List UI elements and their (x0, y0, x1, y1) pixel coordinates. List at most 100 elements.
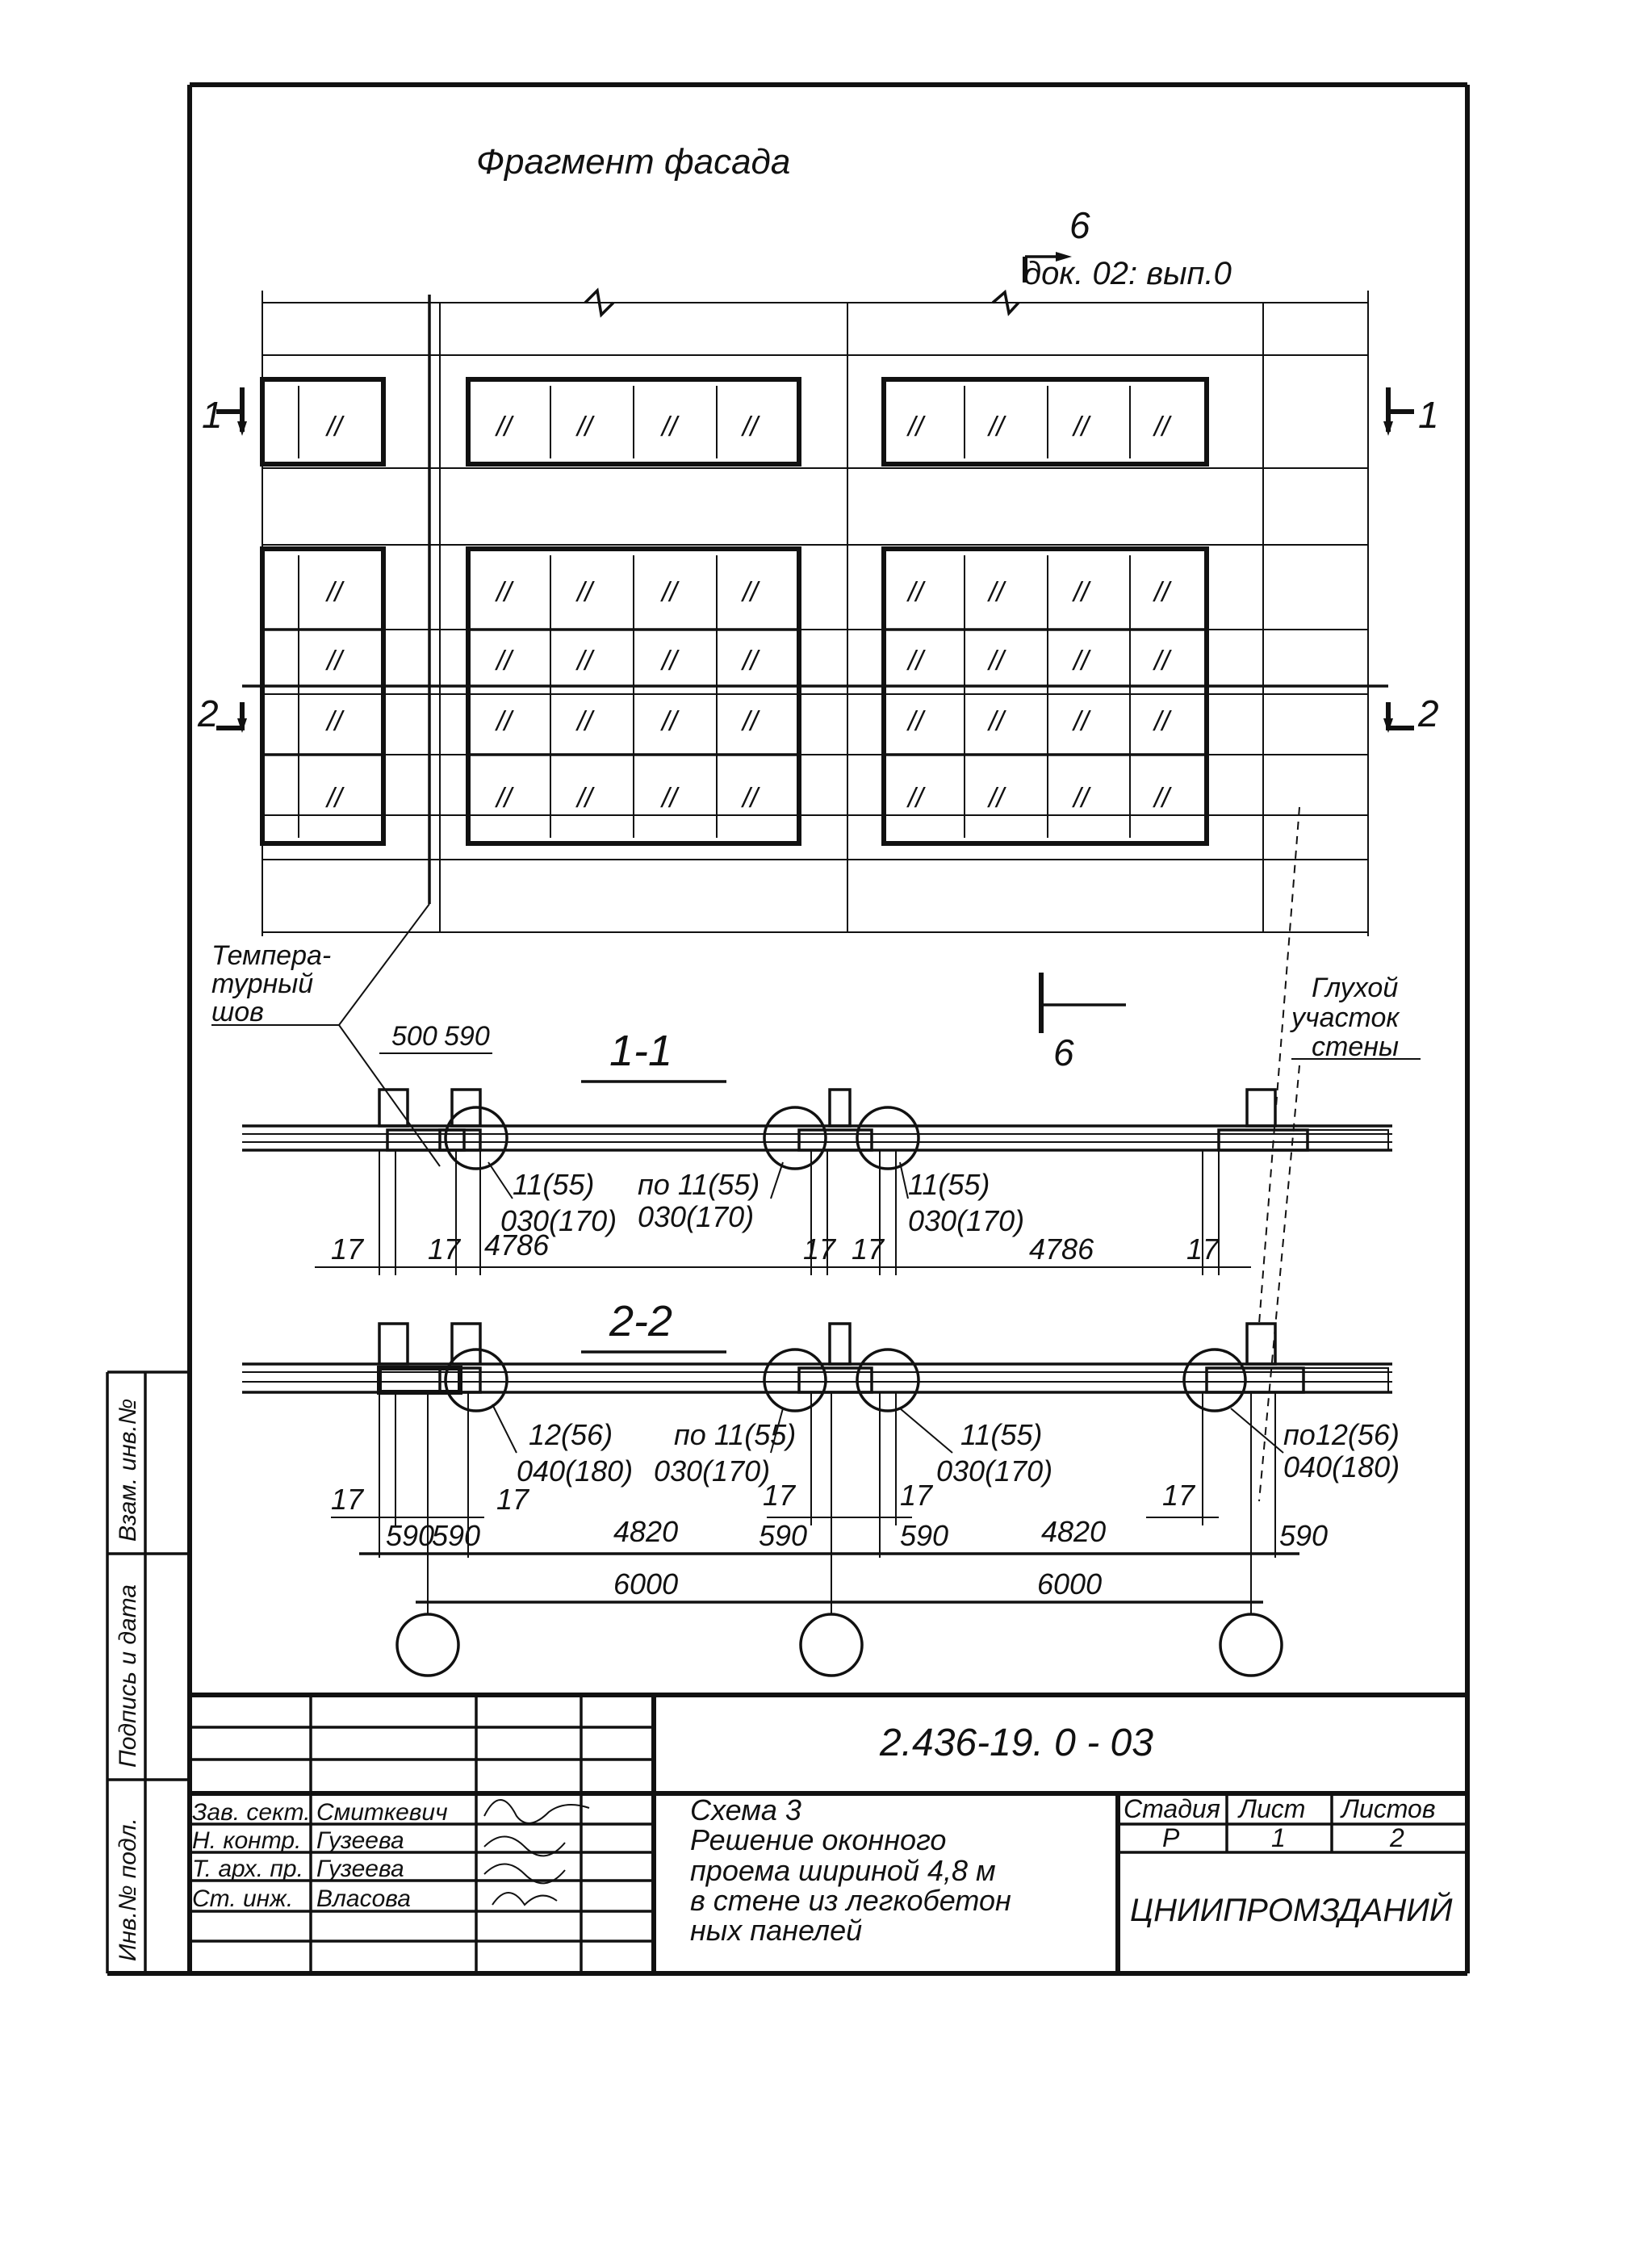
svg-text://: // (741, 646, 760, 676)
svg-text://: // (741, 706, 760, 737)
name-4: Власова (316, 1885, 411, 1912)
s11-top-dim-1: 500 (391, 1021, 437, 1052)
note-temp-joint-2: турный (211, 969, 313, 999)
svg-text://: // (987, 646, 1006, 676)
svg-text://: // (987, 577, 1006, 608)
signature-1 (483, 1799, 590, 1824)
s22-dim-4: 17 (900, 1479, 934, 1512)
s22-callout-1a: 12(56) (529, 1418, 613, 1451)
section-mark-top: 6 (1069, 204, 1090, 246)
svg-text://: // (575, 783, 595, 814)
s11-dim-2: 17 (428, 1232, 462, 1266)
s11-dim-3: 4786 (484, 1228, 550, 1262)
sheets-value: 2 (1389, 1823, 1404, 1852)
section-ref: док. 02: вып.0 (1023, 256, 1232, 291)
svg-text://: // (906, 412, 926, 442)
s22-callout-4b: 040(180) (1283, 1450, 1400, 1483)
s22-callout-2b: 030(170) (654, 1454, 770, 1488)
s22-bottom-dim-5: 590 (900, 1519, 948, 1552)
s11-dim-7: 17 (1186, 1232, 1220, 1266)
svg-text://: // (1153, 783, 1172, 814)
role-3: Т. арх. пр. (192, 1856, 303, 1882)
s22-bottom-dim-6: 4820 (1041, 1515, 1106, 1548)
signature-3 (483, 1863, 566, 1885)
note-temp-joint-3: шов (211, 997, 264, 1027)
s11-top-dim-2: 590 (444, 1021, 490, 1052)
window-upper-center: // // // // (466, 377, 801, 467)
svg-text://: // (660, 783, 680, 814)
s22-callout-3b: 030(170) (936, 1454, 1052, 1488)
note-temp-joint-1: Темпера- (211, 940, 331, 971)
svg-text://: // (906, 577, 926, 608)
stamp-inv-replace: Взам. инв.№ (115, 1399, 141, 1542)
name-3: Гузеева (316, 1856, 404, 1882)
note-blind-wall-1: Глухой (1312, 973, 1398, 1003)
svg-text://: // (325, 412, 345, 442)
svg-text://: // (1072, 783, 1091, 814)
s11-dim-4: 17 (803, 1232, 837, 1266)
svg-text://: // (575, 577, 595, 608)
svg-text://: // (987, 706, 1006, 737)
svg-text://: // (906, 706, 926, 737)
s22-bottom-dim-4: 590 (759, 1519, 807, 1552)
s22-bottom-dim-2: 590 (432, 1519, 480, 1552)
section-2-2: 2-2 12(56) 040(180) по 11(55) 030(170) 1… (242, 1297, 1400, 1677)
s11-callout-2a: по 11(55) (638, 1168, 760, 1201)
svg-text://: // (660, 706, 680, 737)
svg-text://: // (325, 706, 345, 737)
svg-text://: // (1153, 412, 1172, 442)
svg-text://: // (660, 577, 680, 608)
s22-callout-4a: по12(56) (1283, 1418, 1400, 1451)
s22-span-dim-2: 6000 (1037, 1567, 1102, 1601)
s11-dim-6: 4786 (1029, 1232, 1094, 1266)
svg-text://: // (741, 412, 760, 442)
window-lower-left: // // // // (260, 546, 386, 846)
svg-text://: // (495, 783, 514, 814)
facade-title: Фрагмент фасада (476, 142, 790, 182)
cut-mark-1-right: 1 (1418, 394, 1439, 436)
svg-text://: // (575, 412, 595, 442)
s22-bottom-dim-7: 590 (1279, 1519, 1328, 1552)
s11-dim-1: 17 (331, 1232, 365, 1266)
facade-fragment: Фрагмент фасада 6 док. 02: вып.0 (197, 142, 1439, 1073)
role-2: Н. контр. (192, 1827, 301, 1854)
organization: ЦНИИПРОМЗДАНИЙ (1130, 1891, 1453, 1928)
svg-text://: // (741, 577, 760, 608)
sheets-label: Листов (1340, 1794, 1436, 1823)
note-blind-wall-3: стены (1312, 1031, 1399, 1062)
desc-line-5: ных панелей (690, 1914, 862, 1947)
s22-callout-1b: 040(180) (517, 1454, 633, 1488)
svg-text://: // (1072, 577, 1091, 608)
s11-dim-5: 17 (852, 1232, 885, 1266)
svg-text://: // (1153, 577, 1172, 608)
svg-text://: // (987, 783, 1006, 814)
svg-text://: // (1153, 706, 1172, 737)
desc-line-3: проема шириной 4,8 м (690, 1854, 996, 1887)
s22-bottom-dim-1: 590 (386, 1519, 434, 1552)
sheet-label: Лист (1237, 1794, 1305, 1823)
svg-text://: // (575, 646, 595, 676)
s22-callout-3a: 11(55) (960, 1418, 1042, 1451)
desc-line-2: Решение оконного (690, 1823, 946, 1856)
signature-2 (483, 1835, 566, 1857)
cut-mark-2-right: 2 (1417, 693, 1439, 734)
doc-code: 2.436-19. 0 - 03 (879, 1722, 1153, 1764)
svg-text://: // (660, 646, 680, 676)
signature-4 (492, 1892, 558, 1906)
svg-text://: // (575, 706, 595, 737)
s11-callout-3a: 11(55) (908, 1168, 990, 1201)
axis-bubble-1 (395, 1613, 460, 1677)
role-4: Ст. инж. (192, 1885, 293, 1912)
name-1: Смиткевич (316, 1799, 448, 1826)
window-lower-right: // // // // // // // // // // // // // /… (881, 546, 1209, 846)
svg-text://: // (1153, 646, 1172, 676)
svg-text://: // (1072, 646, 1091, 676)
svg-text://: // (325, 646, 345, 676)
section-2-2-title: 2-2 (609, 1297, 672, 1345)
svg-text://: // (906, 646, 926, 676)
svg-text://: // (1072, 412, 1091, 442)
s22-dim-2: 17 (496, 1483, 530, 1516)
stamp-inv-orig: Инв.№ подл. (115, 1818, 141, 1961)
stage-label: Стадия (1124, 1794, 1220, 1823)
